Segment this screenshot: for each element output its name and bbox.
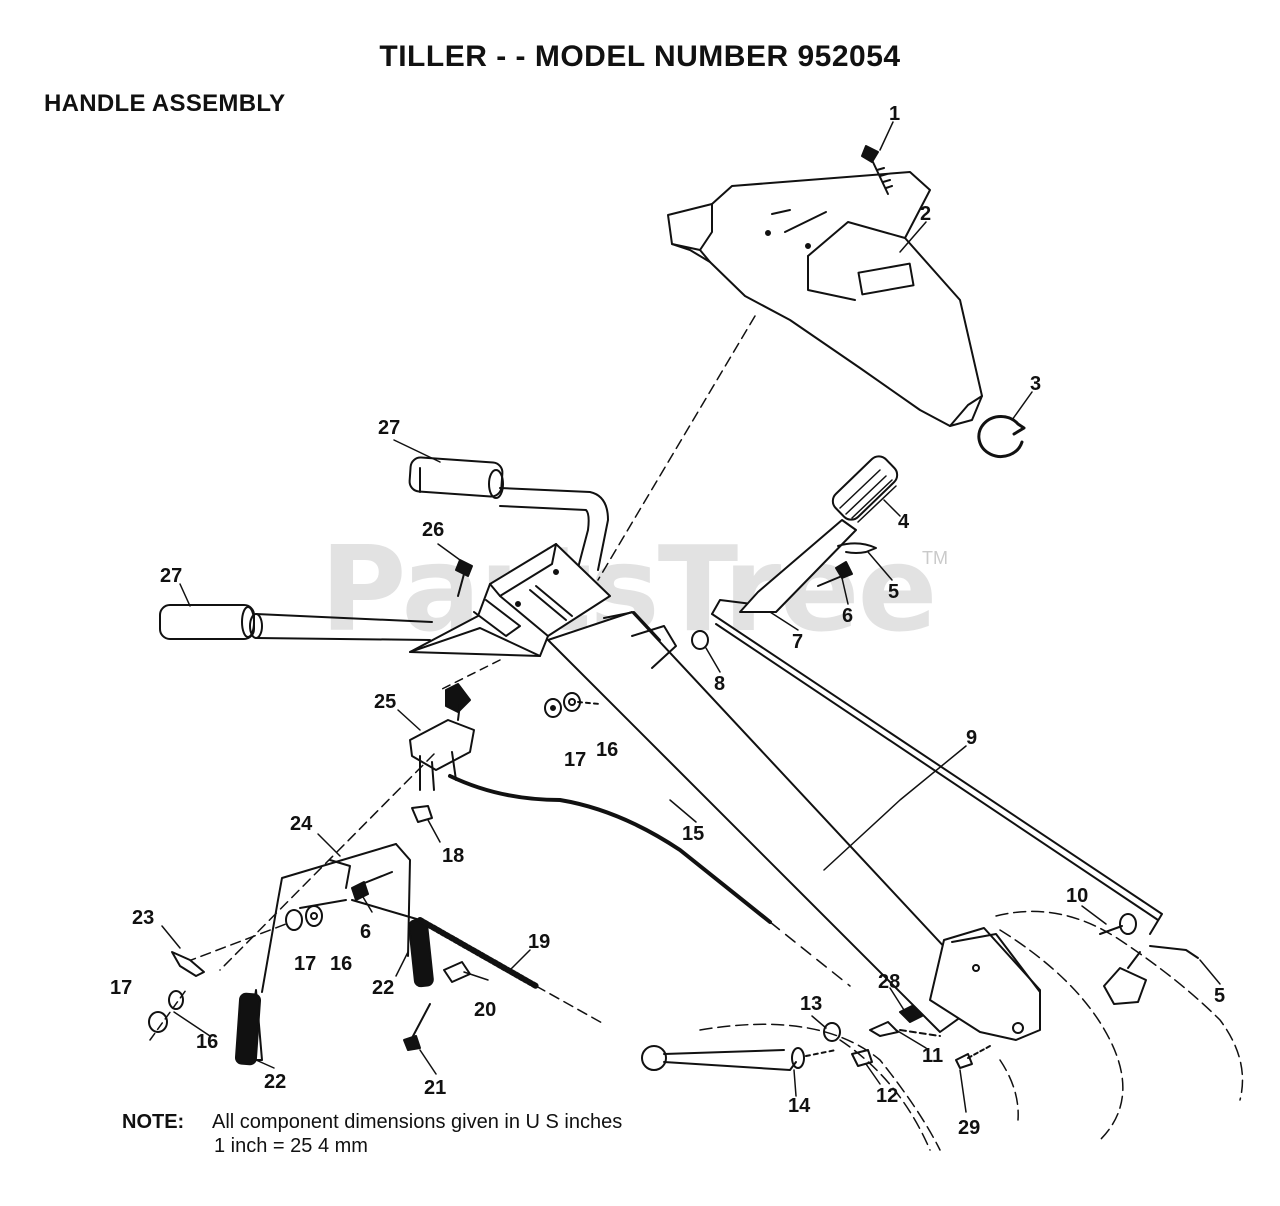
washer-part-13 [823,1022,841,1042]
clutch-lever-part-24 [234,843,434,1066]
callout-10: 10 [1066,885,1088,907]
washer-pair-upper [544,692,601,718]
nut-part-18 [411,805,433,823]
callout-6-lower: 6 [360,921,371,943]
callout-labels: 1 2 3 4 5 27 26 27 6 7 8 25 17 16 9 15 1… [110,103,1225,1139]
section-title: HANDLE ASSEMBLY [44,90,286,117]
callout-12: 12 [876,1085,898,1107]
callout-26: 26 [422,519,444,541]
nut-part-12 [851,1049,873,1067]
pin-part-11 [869,1021,899,1037]
cable [448,774,772,924]
spring-part-19 [351,899,605,1025]
belt-cover-part [667,171,983,427]
callout-5-lower: 5 [1214,985,1225,1007]
callout-20: 20 [474,999,496,1021]
bolt-part-6 [817,561,853,587]
callout-22-lower: 22 [264,1071,286,1093]
callout-13: 13 [800,993,822,1015]
diagram-title: TILLER - - MODEL NUMBER 952054 [379,40,901,73]
callout-7: 7 [792,631,803,653]
handle-bracket [409,543,611,657]
main-tube [547,611,991,1033]
callout-24: 24 [290,813,313,835]
control-bracket-part-25 [409,683,475,791]
washer-pair-far-left [148,989,187,1041]
hairpin-clip-lower [1103,945,1199,1005]
callout-16-far-left: 16 [196,1031,218,1053]
dimension-note: NOTE: All component dimensions given in U… [122,1110,622,1158]
transmission-outline [699,910,1244,1151]
callout-3: 3 [1030,373,1041,395]
callout-17-far-left: 17 [110,977,132,999]
wing-nut-part-28 [899,1005,923,1023]
screw-part-29 [955,1045,991,1069]
callout-2: 2 [920,203,931,225]
hairpin-clip-part-5 [837,542,877,554]
callout-4: 4 [898,511,910,533]
callout-28: 28 [878,971,900,993]
callout-17-upper: 17 [564,749,586,771]
callout-22-mid: 22 [372,977,394,999]
callout-9: 9 [966,727,977,749]
callout-27-upper: 27 [378,417,400,439]
clip-part-23 [171,951,205,977]
bushing-part-8 [691,630,709,650]
callout-11: 11 [922,1045,943,1067]
leader-lines [161,121,1221,1113]
callout-18: 18 [442,845,464,867]
callout-16-left: 16 [330,953,352,975]
callout-23: 23 [132,907,154,929]
note-line-2: 1 inch = 25 4 mm [214,1135,368,1157]
lower-handle-bar [159,604,433,641]
shift-lever-part-7 [739,455,899,613]
callout-16-upper: 16 [596,739,618,761]
screw-part-21 [403,1003,431,1051]
callout-5: 5 [888,581,899,603]
shift-rod-part-9 [711,599,1163,935]
callout-27-lower: 27 [160,565,182,587]
upper-handle-bar [408,456,609,571]
watermark-trademark: TM [922,548,948,568]
screw-part-1 [861,145,893,195]
depth-lever-part-14 [641,1045,837,1071]
callout-14: 14 [788,1095,811,1117]
note-line-1: All component dimensions given in U S in… [212,1111,623,1133]
bolt-part-6-lower [351,871,393,901]
base-plate [929,927,1041,1041]
callout-1: 1 [889,103,900,125]
callout-15: 15 [682,823,704,845]
callout-25: 25 [374,691,396,713]
retaining-ring-part [977,415,1026,458]
note-label: NOTE: [122,1111,185,1133]
callout-29: 29 [958,1117,980,1139]
callout-6-upper: 6 [842,605,853,627]
bolt-part-10 [1099,913,1137,935]
callout-17-left: 17 [294,953,316,975]
bolt-part-26 [455,559,473,597]
callout-21: 21 [424,1077,446,1099]
callout-19: 19 [528,931,550,953]
washer-pair-left [185,905,323,963]
callout-8: 8 [714,673,725,695]
